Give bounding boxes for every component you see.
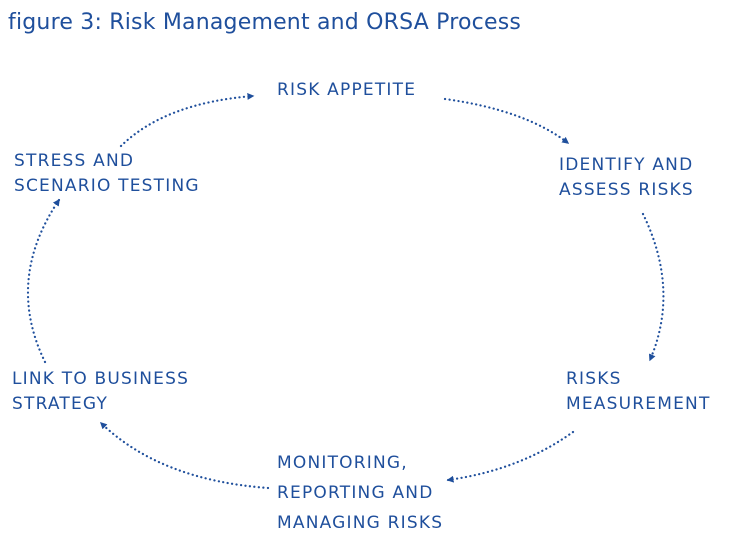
node-link-to-business-strategy: LINK TO BUSINESS STRATEGY: [12, 367, 189, 417]
arrow-identify-to-measurement: [641, 212, 665, 362]
node-identify-assess-risks-line-1: IDENTIFY AND: [559, 155, 694, 175]
node-risks-measurement-line-1: RISKS: [566, 369, 622, 389]
node-risk-appetite: RISK APPETITE: [277, 78, 416, 103]
node-link-to-business-strategy-line-1: LINK TO BUSINESS: [12, 369, 190, 389]
node-monitoring-reporting-line-2: REPORTING AND: [277, 483, 434, 503]
arrow-monitoring-to-link: [99, 421, 270, 490]
node-monitoring-reporting-line-1: MONITORING,: [277, 453, 408, 473]
node-risk-appetite-line-1: RISK APPETITE: [277, 80, 417, 100]
node-identify-assess-risks: IDENTIFY AND ASSESS RISKS: [559, 153, 694, 203]
figure-title: figure 3: Risk Management and ORSA Proce…: [8, 10, 522, 35]
arrow-stress-to-risk-appetite: [119, 92, 255, 148]
node-monitoring-reporting: MONITORING, REPORTING AND MANAGING RISKS: [277, 448, 443, 538]
node-stress-scenario-testing: STRESS AND SCENARIO TESTING: [14, 149, 200, 199]
node-stress-scenario-testing-line-1: STRESS AND: [14, 151, 135, 171]
node-identify-assess-risks-line-2: ASSESS RISKS: [559, 180, 694, 200]
node-stress-scenario-testing-line-2: SCENARIO TESTING: [14, 176, 200, 196]
node-risks-measurement-line-2: MEASUREMENT: [566, 394, 711, 414]
node-monitoring-reporting-line-3: MANAGING RISKS: [277, 513, 444, 533]
node-risks-measurement: RISKS MEASUREMENT: [566, 367, 711, 417]
arrow-link-to-stress: [26, 198, 61, 364]
arrow-risk-appetite-to-identify: [443, 97, 570, 145]
node-link-to-business-strategy-line-2: STRATEGY: [12, 394, 109, 414]
arrow-measurement-to-monitoring: [446, 430, 575, 483]
